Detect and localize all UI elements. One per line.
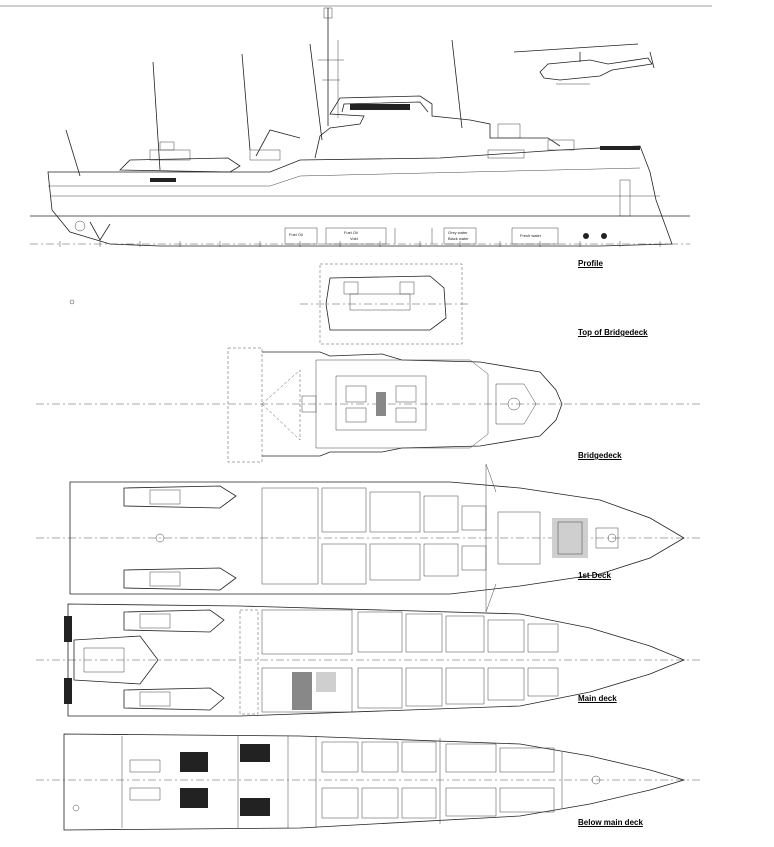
profile-superstructure <box>314 95 561 159</box>
main-engines <box>180 744 270 816</box>
first-deck-rhib-lower <box>123 567 237 591</box>
below-main-deck-bulkheads <box>121 736 563 828</box>
bridge-roof-outline <box>325 275 447 331</box>
tank-label-fuel-oil-aft: Fuel Oil <box>289 232 303 237</box>
main-deck-outline <box>67 603 686 717</box>
tank-label-grey-water: Grey water <box>448 230 468 235</box>
main-deck-rhib-stern <box>73 635 159 685</box>
main-deck-stair-trunk <box>292 672 312 710</box>
antenna-bow <box>451 39 463 129</box>
profile-propeller <box>74 220 86 232</box>
below-main-deck-view <box>36 733 700 831</box>
bridge-windows <box>350 104 410 110</box>
first-deck-rhib-upper <box>123 485 237 509</box>
below-main-deck-cabins <box>321 741 555 819</box>
tank-compartments <box>284 227 559 245</box>
tank-label-void: Void <box>350 236 358 241</box>
antenna-mid <box>241 53 251 151</box>
profile-crane <box>255 129 301 157</box>
main-deck-rhib-upper <box>123 609 225 633</box>
bridgedeck-outline <box>262 351 563 457</box>
antenna-aft <box>152 61 161 171</box>
first-deck-outline <box>69 481 685 595</box>
view-title-bridgedeck: Bridgedeck <box>578 451 622 460</box>
helicopter-silhouette <box>513 43 655 85</box>
below-main-deck-outline <box>63 733 686 831</box>
main-deck-view <box>36 603 700 717</box>
tank-label-black-water: Black water <box>448 236 469 241</box>
bridge-console-area <box>335 375 427 431</box>
main-deck-rooms <box>261 609 559 713</box>
view-title-main-deck: Main deck <box>578 694 617 703</box>
tank-label-fresh-water: Fresh water <box>520 233 542 238</box>
profile-rhib <box>119 141 241 182</box>
bridgedeck-view <box>36 347 700 463</box>
main-deck-rhib-lower <box>123 687 225 711</box>
first-deck-rooms <box>261 487 541 585</box>
profile-hull <box>47 145 673 247</box>
profile-rudder <box>89 221 111 241</box>
top-of-bridgedeck-view <box>69 263 470 345</box>
antenna-stern <box>65 129 81 177</box>
view-title-profile: Profile <box>578 259 603 268</box>
view-title-below-main-deck: Below main deck <box>578 818 643 827</box>
tank-label-fuel-oil-fwd: Fuel Oil <box>344 230 358 235</box>
first-deck-view <box>36 463 700 613</box>
view-title-top-of-bridgedeck: Top of Bridgedeck <box>578 328 648 337</box>
view-title-first-deck: 1st Deck <box>578 571 611 580</box>
antenna-fwd <box>309 43 323 141</box>
profile-view <box>30 7 690 247</box>
